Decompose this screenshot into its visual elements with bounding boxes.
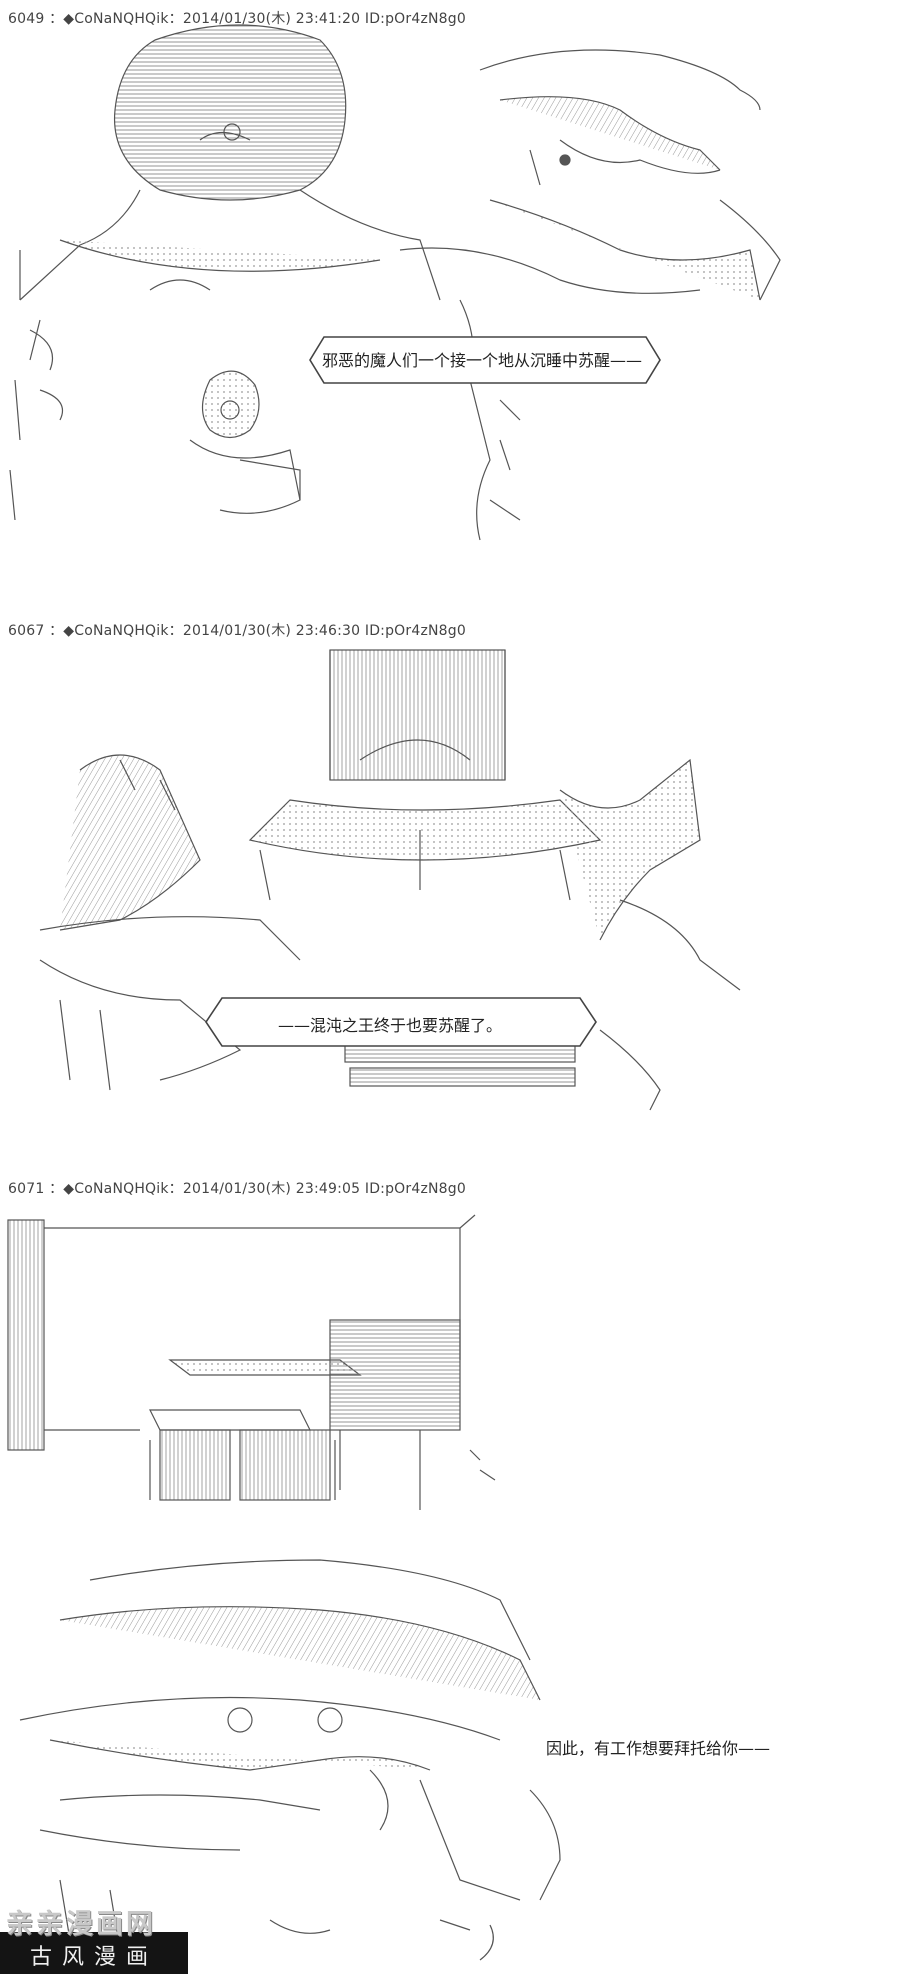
post-header-6049: 6049 ：◆CoNaNQHQik：2014/01/30(木) 23:41:20… [8,11,466,27]
watermark-label: 古风漫画 [29,1945,158,1970]
panel1-art [9,24,781,541]
speech-bubble-text: 邪恶的魔人们一个接一个地从沉睡中苏醒—— [322,351,643,370]
post-header-6071: 6071 ：◆CoNaNQHQik：2014/01/30(木) 23:49:05… [8,1181,466,1197]
panel2-art [39,649,741,1111]
caption-text: 因此，有工作想要拜托给你—— [546,1739,771,1758]
speech-bubble-text: ——混沌之王终于也要苏醒了。 [278,1016,503,1035]
post-header-6067: 6067 ：◆CoNaNQHQik：2014/01/30(木) 23:46:30… [8,623,466,639]
site-watermark: 亲亲漫画网 古风漫画 [0,1909,188,1974]
panel3-art [7,1214,561,1961]
watermark-site-name: 亲亲漫画网 [6,1909,156,1940]
